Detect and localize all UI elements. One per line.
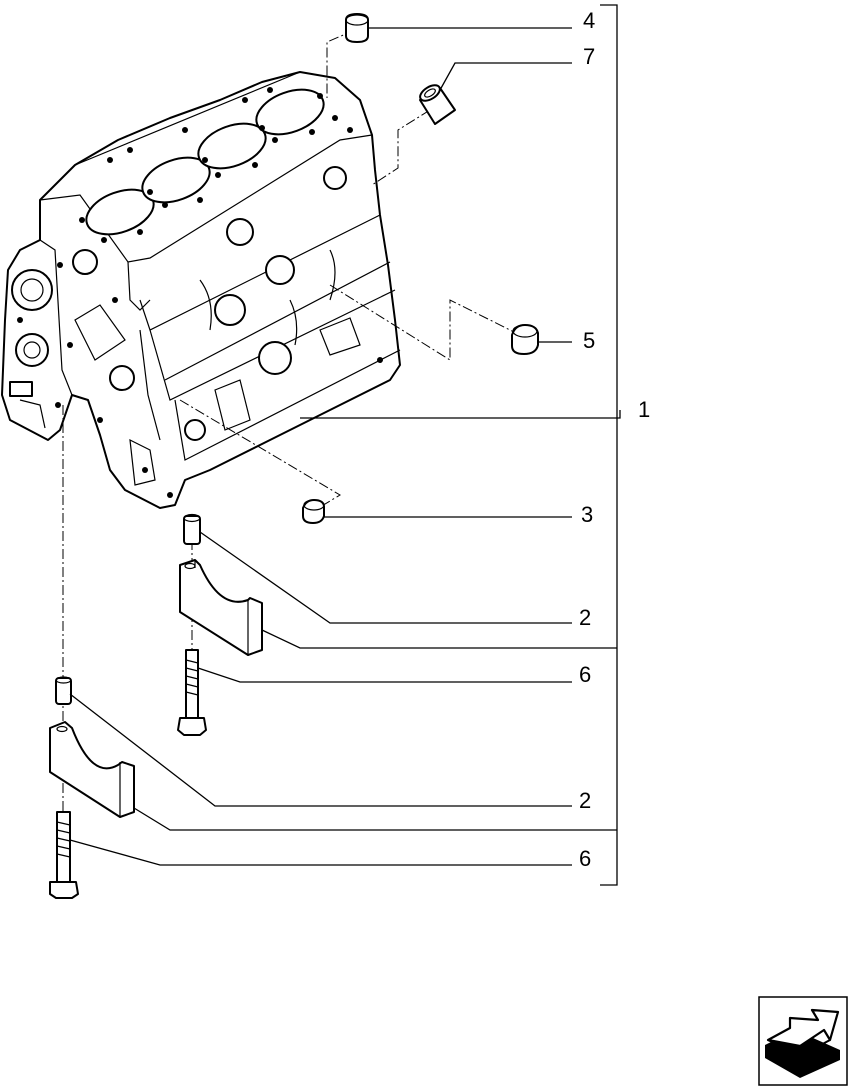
bushing-icon	[419, 84, 456, 125]
next-page-arrow-icon[interactable]	[758, 996, 848, 1086]
bolt-icon	[49, 811, 79, 899]
callout-7: 7	[583, 44, 595, 69]
dowel-pin-icon	[55, 676, 72, 705]
callout-5: 5	[583, 328, 595, 353]
callout-2-upper: 2	[579, 605, 591, 630]
callout-4: 4	[583, 8, 595, 33]
callout-6-upper: 6	[579, 662, 591, 687]
core-plug-icon	[345, 13, 369, 43]
bearing-cap-icon	[49, 721, 135, 818]
bearing-cap-icon	[179, 559, 263, 656]
callout-labels: 4 7 5 1 3 2 6 2 6	[579, 8, 650, 871]
dowel-pin-icon	[183, 513, 201, 545]
leader-lines	[69, 4, 621, 886]
core-plug-icon	[511, 324, 539, 355]
engine-block-icon	[1, 71, 401, 509]
callout-3: 3	[581, 502, 593, 527]
core-plug-icon	[302, 499, 325, 524]
callout-1: 1	[638, 397, 650, 422]
callout-6-lower: 6	[579, 846, 591, 871]
callout-2-lower: 2	[579, 788, 591, 813]
bolt-icon	[177, 649, 207, 736]
